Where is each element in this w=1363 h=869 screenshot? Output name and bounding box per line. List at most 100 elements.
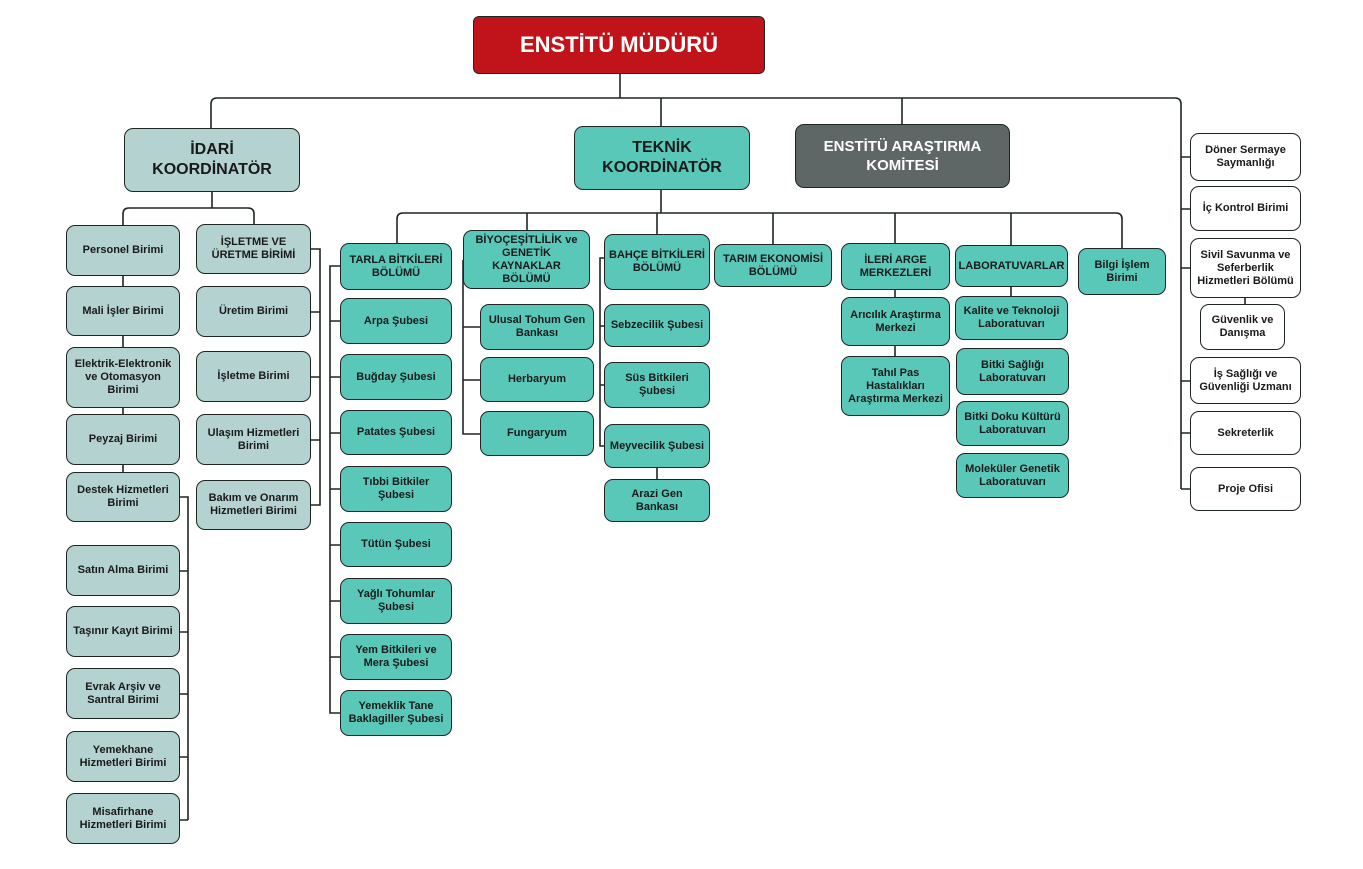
unit-herbaryum-label: Herbaryum xyxy=(507,373,567,385)
dept-laboratuvarlar: LABORATUVARLAR xyxy=(955,245,1068,287)
staff-ic-kontrol: İç Kontrol Birimi xyxy=(1190,186,1301,231)
unit-destek-label: Destek Hizmetleri Birimi xyxy=(77,484,169,509)
staff-sivil-savunma-label: Sivil Savunma ve Seferberlik Hizmetleri … xyxy=(1197,248,1294,287)
branch-patates: Patates Şubesi xyxy=(340,410,452,455)
unit-herbaryum: Herbaryum xyxy=(480,357,594,402)
director-box: ENSTİTÜ MÜDÜRÜ xyxy=(473,16,765,74)
dept-ileri-arge: İLERİ ARGE MERKEZLERİ xyxy=(841,243,950,290)
unit-bakim-label: Bakım ve Onarım Hizmetleri Birimi xyxy=(208,492,299,517)
unit-isletme-label: İşletme Birimi xyxy=(217,370,290,382)
lab-kalite-label: Kalite ve Teknoloji Laboratuvarı xyxy=(963,305,1060,330)
director-box-label: ENSTİTÜ MÜDÜRÜ xyxy=(520,32,718,57)
unit-elektrik-label: Elektrik-Elektronik ve Otomasyon Birimi xyxy=(74,358,172,396)
branch-meyvecilik-label: Meyvecilik Şubesi xyxy=(609,439,705,452)
teknik-coordinator-box-label: TEKNİK KOORDİNATÖR xyxy=(602,139,722,176)
unit-satin-alma-label: Satın Alma Birimi xyxy=(77,564,169,576)
unit-peyzaj-label: Peyzaj Birimi xyxy=(88,433,158,445)
center-tahil-pas: Tahıl Pas Hastalıkları Araştırma Merkezi xyxy=(841,356,950,416)
unit-ulasim: Ulaşım Hizmetleri Birimi xyxy=(196,414,311,465)
lab-doku-kulturu: Bitki Doku Kültürü Laboratuvarı xyxy=(956,401,1069,446)
unit-arazi-gen: Arazi Gen Bankası xyxy=(604,479,710,522)
dept-tarla-label: TARLA BİTKİLERİ BÖLÜMÜ xyxy=(349,253,443,279)
branch-sebzecilik-label: Sebzecilik Şubesi xyxy=(610,319,704,331)
unit-elektrik: Elektrik-Elektronik ve Otomasyon Birimi xyxy=(66,347,180,408)
unit-ulasim-label: Ulaşım Hizmetleri Birimi xyxy=(207,426,300,452)
branch-tibbi-label: Tıbbi Bitkiler Şubesi xyxy=(362,476,430,501)
center-aricilik-label: Arıcılık Araştırma Merkezi xyxy=(850,308,941,334)
unit-satin-alma: Satın Alma Birimi xyxy=(66,545,180,596)
dept-biyocesitlilik: BİYOÇEŞİTLİLİK ve GENETİK KAYNAKLAR BÖLÜ… xyxy=(463,230,590,289)
lab-kalite: Kalite ve Teknoloji Laboratuvarı xyxy=(955,296,1068,340)
staff-proje-ofisi: Proje Ofisi xyxy=(1190,467,1301,511)
research-committee-box: ENSTİTÜ ARAŞTIRMA KOMİTESİ xyxy=(795,124,1010,188)
unit-isletme-uretme-label: İŞLETME VE ÜRETME BİRİMİ xyxy=(211,236,296,261)
staff-sekreterlik-label: Sekreterlik xyxy=(1217,426,1274,439)
branch-bugday-label: Buğday Şubesi xyxy=(356,370,436,383)
dept-bahce-label: BAHÇE BİTKİLERİ BÖLÜMÜ xyxy=(609,249,705,274)
unit-isletme-uretme: İŞLETME VE ÜRETME BİRİMİ xyxy=(196,224,311,274)
unit-misafirhane-label: Misafirhane Hizmetleri Birimi xyxy=(79,805,167,831)
unit-fungaryum-label: Fungaryum xyxy=(507,427,567,439)
dept-tarim-ekonomisi: TARIM EKONOMİSİ BÖLÜMÜ xyxy=(714,244,832,287)
research-committee-box-label: ENSTİTÜ ARAŞTIRMA KOMİTESİ xyxy=(823,138,982,174)
center-aricilik: Arıcılık Araştırma Merkezi xyxy=(841,297,950,346)
lab-molekuler-label: Moleküler Genetik Laboratuvarı xyxy=(965,462,1060,488)
branch-sus: Süs Bitkileri Şubesi xyxy=(604,362,710,408)
lab-bitki-sagligi: Bitki Sağlığı Laboratuvarı xyxy=(956,348,1069,395)
branch-tutun-label: Tütün Şubesi xyxy=(361,538,431,550)
branch-arpa: Arpa Şubesi xyxy=(340,298,452,344)
unit-evrak-label: Evrak Arşiv ve Santral Birimi xyxy=(85,680,161,706)
branch-yagli-label: Yağlı Tohumlar Şubesi xyxy=(356,588,436,613)
dept-ileri-arge-label: İLERİ ARGE MERKEZLERİ xyxy=(859,253,932,279)
center-tahil-pas-label: Tahıl Pas Hastalıkları Araştırma Merkezi xyxy=(848,366,943,405)
unit-personel: Personel Birimi xyxy=(66,225,180,276)
unit-fungaryum: Fungaryum xyxy=(480,411,594,456)
idari-coordinator-box-label: İDARİ KOORDİNATÖR xyxy=(152,141,272,178)
unit-tasinir: Taşınır Kayıt Birimi xyxy=(66,606,180,657)
branch-yemeklik: Yemeklik Tane Baklagiller Şubesi xyxy=(340,690,452,736)
unit-gen-bankasi-label: Ulusal Tohum Gen Bankası xyxy=(488,314,586,339)
branch-yem-label: Yem Bitkileri ve Mera Şubesi xyxy=(355,644,437,669)
dept-biyocesitlilik-label: BİYOÇEŞİTLİLİK ve GENETİK KAYNAKLAR BÖLÜ… xyxy=(475,233,578,285)
unit-bilgi-islem: Bilgi İşlem Birimi xyxy=(1078,248,1166,295)
lab-doku-kulturu-label: Bitki Doku Kültürü Laboratuvarı xyxy=(964,410,1061,436)
unit-personel-label: Personel Birimi xyxy=(82,244,164,256)
branch-arpa-label: Arpa Şubesi xyxy=(363,314,429,327)
staff-doner-sermaye: Döner Sermaye Saymanlığı xyxy=(1190,133,1301,181)
branch-sebzecilik: Sebzecilik Şubesi xyxy=(604,304,710,347)
staff-guvenlik: Güvenlik ve Danışma xyxy=(1200,304,1285,350)
branch-yagli: Yağlı Tohumlar Şubesi xyxy=(340,578,452,624)
dept-tarla: TARLA BİTKİLERİ BÖLÜMÜ xyxy=(340,243,452,290)
staff-guvenlik-label: Güvenlik ve Danışma xyxy=(1211,314,1274,339)
branch-tutun: Tütün Şubesi xyxy=(340,522,452,567)
lab-bitki-sagligi-label: Bitki Sağlığı Laboratuvarı xyxy=(979,358,1046,384)
unit-misafirhane: Misafirhane Hizmetleri Birimi xyxy=(66,793,180,844)
staff-sekreterlik: Sekreterlik xyxy=(1190,411,1301,455)
unit-mali-isler: Mali İşler Birimi xyxy=(66,286,180,336)
unit-evrak: Evrak Arşiv ve Santral Birimi xyxy=(66,668,180,719)
staff-proje-ofisi-label: Proje Ofisi xyxy=(1217,482,1274,495)
staff-doner-sermaye-label: Döner Sermaye Saymanlığı xyxy=(1205,144,1286,169)
branch-tibbi: Tıbbi Bitkiler Şubesi xyxy=(340,466,452,512)
unit-yemekhane: Yemekhane Hizmetleri Birimi xyxy=(66,731,180,782)
branch-bugday: Buğday Şubesi xyxy=(340,354,452,400)
unit-peyzaj: Peyzaj Birimi xyxy=(66,414,180,465)
branch-meyvecilik: Meyvecilik Şubesi xyxy=(604,424,710,468)
unit-arazi-gen-label: Arazi Gen Bankası xyxy=(631,487,683,513)
branch-sus-label: Süs Bitkileri Şubesi xyxy=(625,372,689,397)
unit-uretim: Üretim Birimi xyxy=(196,286,311,337)
staff-is-sagligi-label: İş Sağlığı ve Güvenliği Uzmanı xyxy=(1199,367,1292,393)
dept-bahce: BAHÇE BİTKİLERİ BÖLÜMÜ xyxy=(604,234,710,290)
unit-yemekhane-label: Yemekhane Hizmetleri Birimi xyxy=(79,743,167,769)
staff-ic-kontrol-label: İç Kontrol Birimi xyxy=(1202,202,1289,214)
staff-sivil-savunma: Sivil Savunma ve Seferberlik Hizmetleri … xyxy=(1190,238,1301,298)
branch-yem: Yem Bitkileri ve Mera Şubesi xyxy=(340,634,452,680)
idari-coordinator-box: İDARİ KOORDİNATÖR xyxy=(124,128,300,192)
unit-bilgi-islem-label: Bilgi İşlem Birimi xyxy=(1094,258,1150,284)
lab-molekuler: Moleküler Genetik Laboratuvarı xyxy=(956,453,1069,498)
staff-is-sagligi: İş Sağlığı ve Güvenliği Uzmanı xyxy=(1190,357,1301,404)
unit-tasinir-label: Taşınır Kayıt Birimi xyxy=(73,625,173,637)
dept-tarim-ekonomisi-label: TARIM EKONOMİSİ BÖLÜMÜ xyxy=(722,252,823,278)
